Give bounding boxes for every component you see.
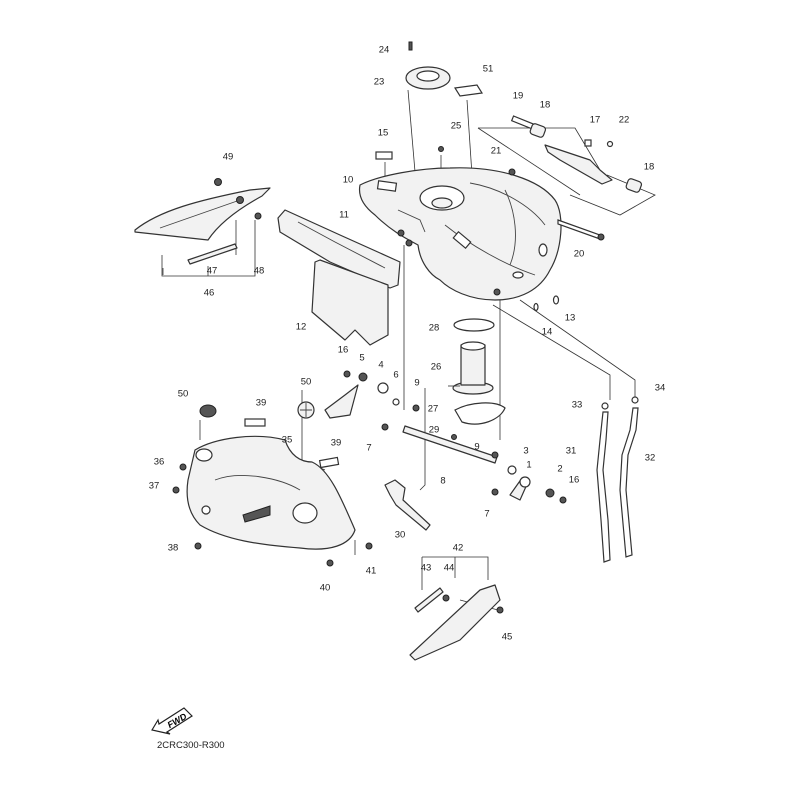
part-50-emblem-a — [199, 404, 217, 418]
callout-23[interactable]: 23 — [373, 76, 385, 88]
callout-33[interactable]: 33 — [571, 399, 583, 411]
callout-29[interactable]: 29 — [428, 424, 440, 436]
part-29-bolt — [451, 434, 457, 440]
part-40-nut — [326, 559, 334, 567]
callout-9b[interactable]: 9 — [474, 441, 480, 453]
callout-50a[interactable]: 50 — [177, 388, 189, 400]
forward-arrow-icon: FWD — [151, 707, 193, 735]
callout-5[interactable]: 5 — [359, 352, 365, 364]
part-46-side-cover — [134, 178, 271, 265]
callout-11[interactable]: 11 — [339, 209, 349, 221]
part-31-hose — [596, 402, 611, 563]
part-42-side-cover — [409, 584, 504, 661]
callout-40[interactable]: 40 — [319, 582, 331, 594]
part-26-fuel-pump — [448, 341, 494, 395]
callout-39b[interactable]: 39 — [330, 437, 342, 449]
part-12-damper — [311, 259, 389, 346]
callout-10[interactable]: 10 — [342, 174, 354, 186]
callout-4[interactable]: 4 — [378, 359, 384, 371]
part-28-gasket — [453, 318, 495, 332]
diagram-code: 2CRC300-R300 — [157, 740, 225, 751]
part-14-grommet — [533, 302, 539, 312]
callout-26[interactable]: 26 — [430, 361, 442, 373]
callout-14[interactable]: 14 — [541, 326, 553, 338]
callout-39a[interactable]: 39 — [255, 397, 267, 409]
callout-24[interactable]: 24 — [378, 44, 390, 56]
part-41-screw — [365, 542, 373, 550]
callout-38[interactable]: 38 — [167, 542, 179, 554]
callout-28[interactable]: 28 — [428, 322, 440, 334]
callout-18a[interactable]: 18 — [539, 99, 551, 111]
callout-43[interactable]: 43 — [420, 562, 432, 574]
callout-46[interactable]: 46 — [203, 287, 215, 299]
callout-12[interactable]: 12 — [295, 321, 307, 333]
callout-8[interactable]: 8 — [440, 475, 446, 487]
callout-36[interactable]: 36 — [153, 456, 165, 468]
callout-45[interactable]: 45 — [501, 631, 513, 643]
callout-42[interactable]: 42 — [452, 542, 464, 554]
part-37-nut — [172, 486, 180, 494]
part-30-hose — [384, 479, 431, 531]
part-36-screw — [179, 463, 187, 471]
callout-48[interactable]: 48 — [253, 265, 265, 277]
callout-30[interactable]: 30 — [394, 529, 406, 541]
part-39-label-a — [244, 418, 266, 427]
callout-16a[interactable]: 16 — [337, 344, 349, 356]
callout-44[interactable]: 44 — [443, 562, 455, 574]
callout-2[interactable]: 2 — [557, 463, 563, 475]
callout-7b[interactable]: 7 — [484, 508, 490, 520]
part-32-hose — [619, 396, 639, 558]
part-13-grommet — [552, 295, 560, 305]
callout-17[interactable]: 17 — [589, 114, 601, 126]
callout-22[interactable]: 22 — [618, 114, 630, 126]
callout-31[interactable]: 31 — [565, 445, 577, 457]
callout-13[interactable]: 13 — [564, 312, 576, 324]
callout-41[interactable]: 41 — [365, 565, 377, 577]
callout-15[interactable]: 15 — [377, 127, 389, 139]
part-23-fuel-cap — [405, 41, 451, 90]
callout-34[interactable]: 34 — [654, 382, 666, 394]
part-25-screw — [438, 146, 444, 152]
callout-49[interactable]: 49 — [222, 151, 234, 163]
callout-16b[interactable]: 16 — [568, 474, 580, 486]
callout-1[interactable]: 1 — [526, 459, 532, 471]
callout-51[interactable]: 51 — [482, 63, 494, 75]
part-39-label-b — [318, 456, 340, 469]
callout-27[interactable]: 27 — [427, 403, 439, 415]
callout-6[interactable]: 6 — [393, 369, 399, 381]
callout-37[interactable]: 37 — [148, 480, 160, 492]
callout-19[interactable]: 19 — [512, 90, 524, 102]
part-10-fuel-tank — [358, 167, 562, 301]
part-8-stay — [324, 370, 567, 504]
callout-18b[interactable]: 18 — [643, 161, 655, 173]
callout-50b[interactable]: 50 — [300, 376, 312, 388]
part-11-protector — [277, 209, 401, 289]
callout-47[interactable]: 47 — [206, 265, 218, 277]
callout-25[interactable]: 25 — [450, 120, 462, 132]
part-27-plate — [454, 402, 506, 425]
part-17-bracket-assembly — [508, 115, 643, 241]
callout-9a[interactable]: 9 — [414, 377, 420, 389]
callout-3[interactable]: 3 — [523, 445, 529, 457]
part-35-tank-cover — [186, 435, 356, 550]
callout-21[interactable]: 21 — [490, 145, 502, 157]
callout-35[interactable]: 35 — [281, 434, 293, 446]
part-38-clip — [194, 542, 202, 550]
callout-32[interactable]: 32 — [644, 452, 656, 464]
callout-20[interactable]: 20 — [573, 248, 585, 260]
part-51-label — [453, 84, 484, 97]
part-15-label — [375, 151, 393, 160]
callout-7a[interactable]: 7 — [366, 442, 372, 454]
